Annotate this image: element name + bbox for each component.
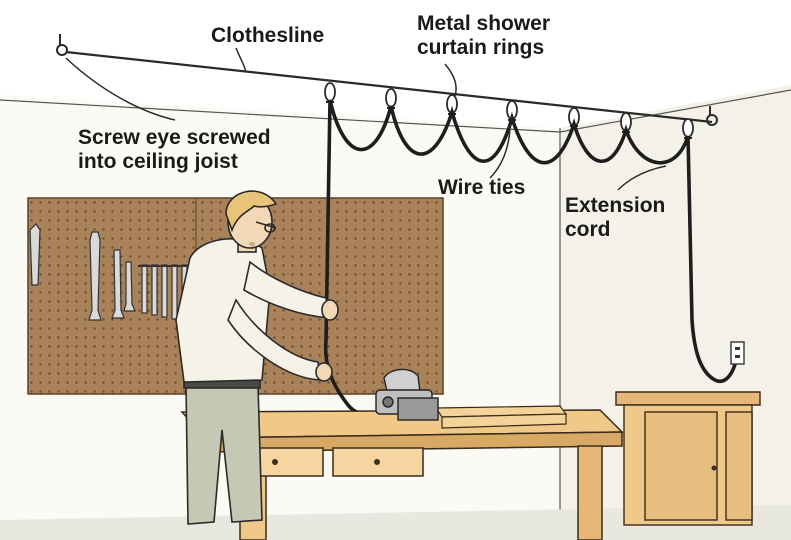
screw-eye-right: [706, 106, 718, 126]
ceiling-edge: [0, 99, 561, 133]
wire-ties-label: Wire ties: [438, 176, 525, 200]
man-figure: [175, 190, 339, 525]
shower-rings-label-line2: curtain rings: [417, 36, 545, 59]
screw-eye-label-line2: into ceiling joist: [78, 150, 238, 173]
clothesline-label-text: Clothesline: [211, 24, 325, 47]
biscuit-joiner: [375, 368, 439, 421]
wood-boards: [434, 405, 568, 429]
screw-eye-left: [56, 34, 68, 56]
wrench-tools: [29, 223, 188, 321]
shower-rings-label-line1: Metal shower: [417, 12, 551, 35]
wire-ties-label-text: Wire ties: [438, 176, 526, 199]
clothesline-label: Clothesline: [211, 24, 324, 48]
shower-rings-label: Metal shower curtain rings: [417, 12, 550, 60]
clothesline-wire: [65, 50, 713, 124]
wall-outlet: [730, 341, 745, 365]
leader-lines: [65, 47, 667, 191]
ceiling: [0, 0, 791, 128]
extension-cord-label: Extension cord: [565, 194, 665, 242]
screw-eye-label: Screw eye screwed into ceiling joist: [78, 126, 271, 174]
extension-cord-label-line1: Extension: [565, 194, 666, 217]
side-cabinet: [615, 391, 761, 526]
wire-ties: [326, 101, 692, 139]
ceiling-edge-side: [559, 89, 791, 133]
screw-eye-label-line1: Screw eye screwed: [78, 126, 271, 149]
extension-cord: [323, 99, 739, 417]
extension-cord-label-line2: cord: [565, 218, 611, 241]
